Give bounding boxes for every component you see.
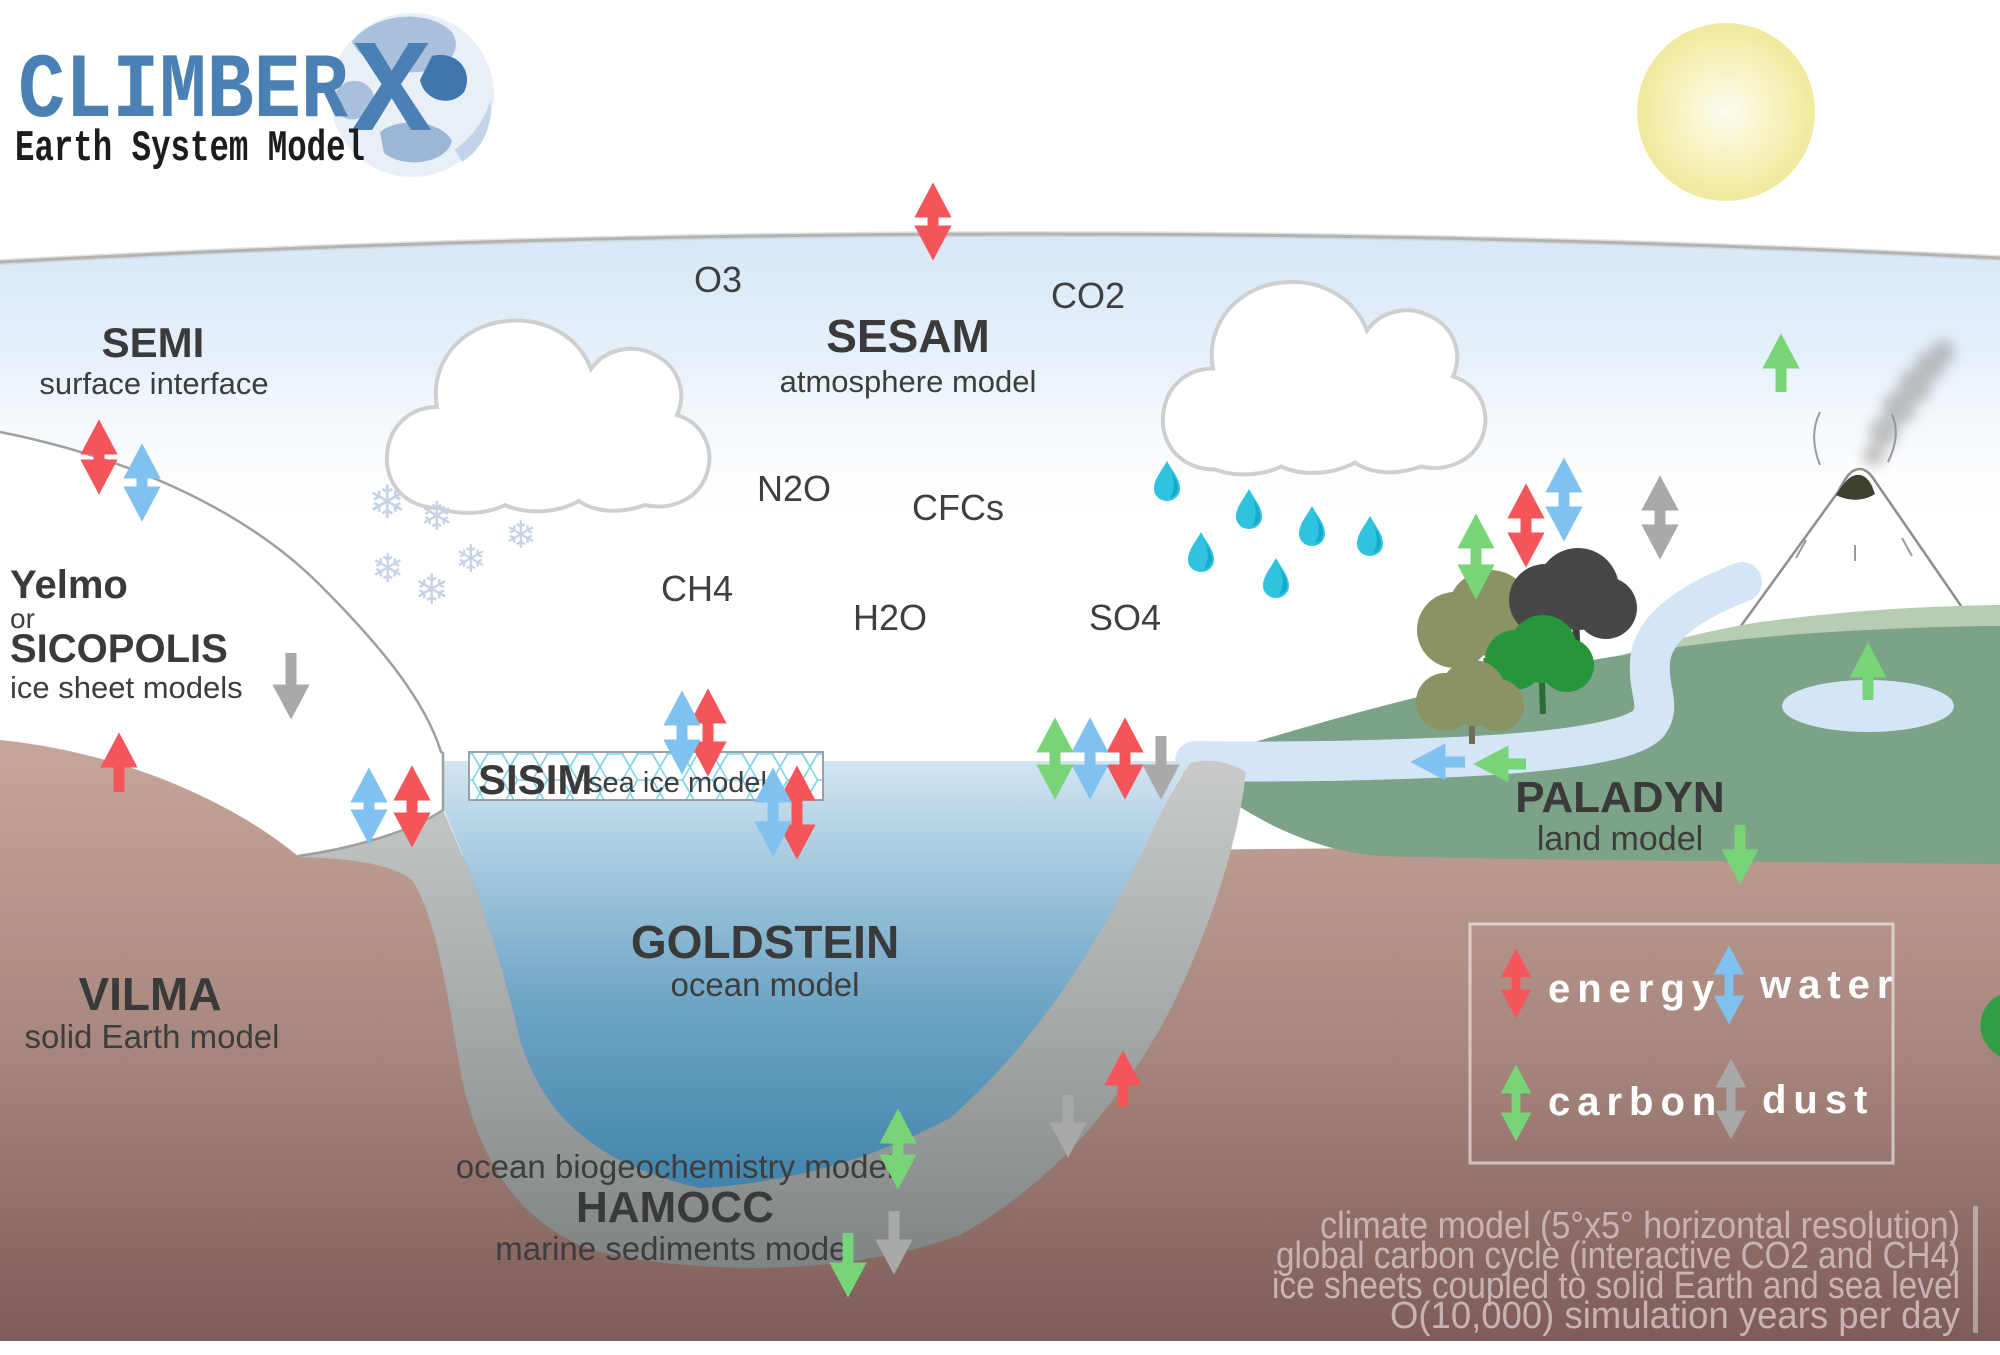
goldstein-label: GOLDSTEIN — [631, 916, 899, 968]
deciduous-trees-icon — [1416, 548, 1637, 744]
gas-ch4: CH4 — [661, 568, 733, 609]
river — [1175, 562, 1762, 782]
sisim-label: SISIM — [478, 756, 592, 803]
svg-text:❄: ❄ — [505, 513, 537, 557]
svg-text:❄: ❄ — [455, 537, 487, 581]
vilma-label: VILMA — [78, 968, 221, 1020]
yelmo-label: Yelmo — [10, 563, 128, 607]
feature-list-divider — [1973, 1206, 1978, 1333]
legend-dust-label: dust — [1762, 1078, 1874, 1122]
gas-o3: O3 — [694, 259, 742, 300]
svg-text:❄: ❄ — [368, 475, 407, 529]
svg-text:❄: ❄ — [371, 546, 405, 592]
ocean-region — [443, 761, 1190, 1188]
energy-flux-arrows — [80, 182, 1545, 1107]
legend-energy-label: energy — [1548, 967, 1721, 1011]
feature-list: climate model (5°x5° horizontal resoluti… — [1272, 1205, 1978, 1337]
logo-subtitle: Earth System Model — [15, 124, 365, 174]
marine-sediment-region — [298, 760, 1246, 1268]
legend-carbon-label: carbon — [1548, 1080, 1723, 1124]
svg-text:❄: ❄ — [414, 565, 449, 614]
sicopolis-label: SICOPOLIS — [10, 627, 228, 671]
feature-line-1: climate model (5°x5° horizontal resoluti… — [1320, 1205, 1960, 1247]
goldstein-description: ocean model — [671, 966, 860, 1003]
hamocc-label: HAMOCC — [576, 1183, 774, 1232]
dust-flux-arrows — [272, 475, 1679, 1275]
gas-n2o: N2O — [757, 468, 831, 509]
carbon-flux-arrows — [829, 333, 1887, 1298]
volcano-icon — [1723, 340, 1992, 649]
hamocc-description-bottom: marine sediments model — [495, 1230, 855, 1267]
semi-description: surface interface — [39, 366, 268, 401]
svg-text:❄: ❄ — [420, 494, 454, 540]
water-flux-arrows — [123, 443, 1583, 857]
vilma-description: solid Earth model — [25, 1018, 280, 1055]
feature-line-2: global carbon cycle (interactive CO2 and… — [1276, 1235, 1960, 1277]
sisim-description: sea ice model — [588, 767, 767, 799]
gas-cfcs: CFCs — [912, 487, 1004, 528]
paladyn-description: land model — [1537, 820, 1703, 858]
snowflakes-icon: ❄ ❄ ❄ ❄ ❄ ❄ — [368, 475, 537, 614]
sesam-label: SESAM — [826, 310, 990, 362]
logo-title: CLIMBER — [18, 39, 349, 144]
paladyn-label: PALADYN — [1515, 773, 1724, 822]
sesam-description: atmosphere model — [780, 364, 1037, 399]
ice-sheets-or: or — [10, 603, 35, 634]
feature-line-3: ice sheets coupled to solid Earth and se… — [1272, 1265, 1960, 1307]
legend-water-label: water — [1759, 963, 1900, 1007]
ice-sheets-description: ice sheet models — [10, 670, 243, 705]
gas-labels: O3 CO2 N2O CFCs CH4 H2O SO4 — [661, 259, 1161, 638]
feature-line-4: O(10,000) simulation years per day — [1390, 1295, 1960, 1337]
semi-label: SEMI — [102, 319, 205, 366]
legend: energy water carbon dust — [1468, 922, 1900, 1165]
gas-h2o: H2O — [853, 597, 927, 638]
volcano-smoke-icon — [1863, 340, 1955, 466]
pond — [1782, 680, 1954, 732]
top-of-atmosphere-line — [0, 232, 2000, 264]
sun-icon — [1637, 23, 1815, 201]
logo: CLIMBER X Earth System Model — [15, 13, 494, 177]
gas-co2: CO2 — [1051, 275, 1125, 316]
logo-accent: X — [352, 20, 432, 170]
legend-box — [1468, 922, 1895, 1165]
globe-icon — [330, 13, 494, 177]
gas-so4: SO4 — [1089, 597, 1161, 638]
hamocc-description-top: ocean biogeochemistry model — [456, 1148, 894, 1185]
